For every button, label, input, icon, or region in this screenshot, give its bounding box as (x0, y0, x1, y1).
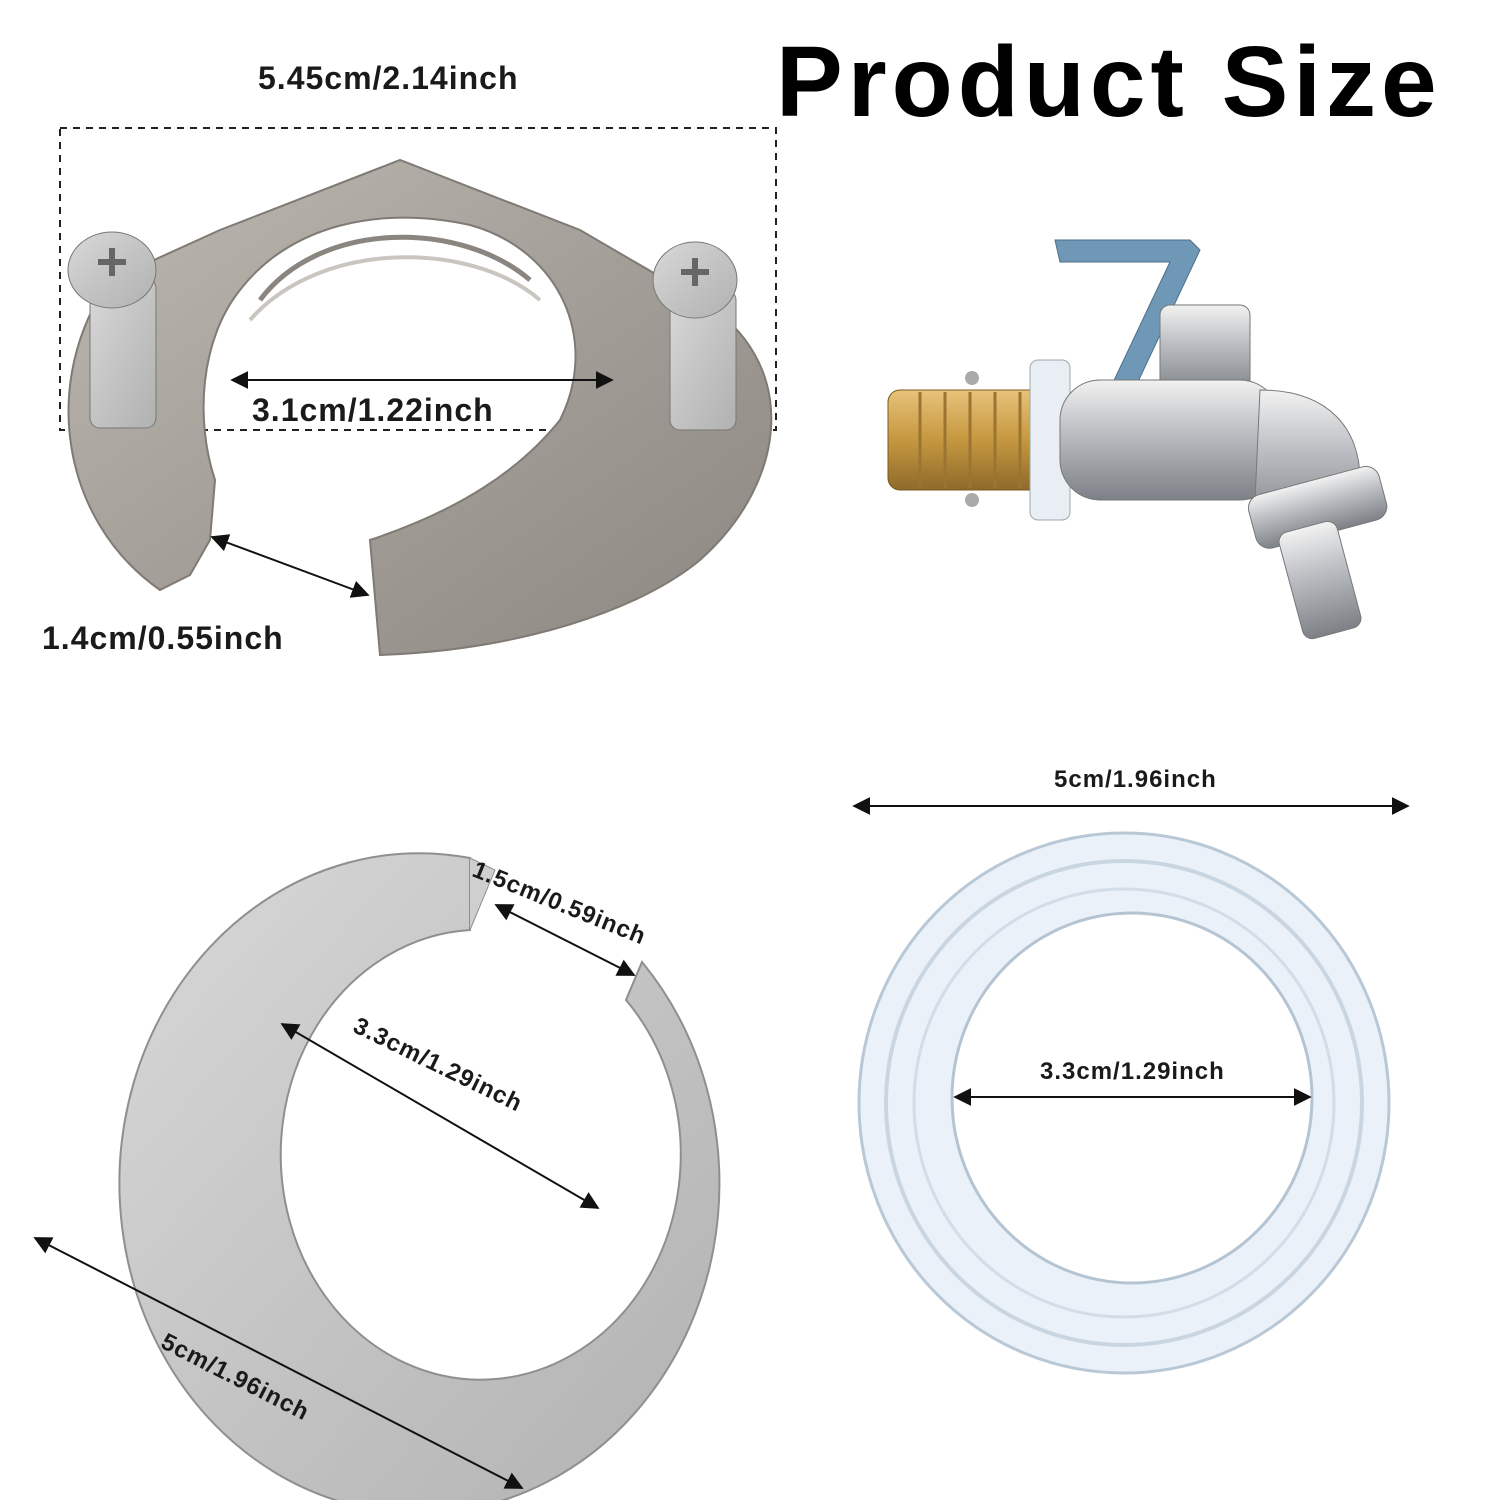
flange-gap-label: 1.4cm/0.55inch (42, 620, 284, 656)
faucet-body (1059, 379, 1281, 501)
flange-nut-image (59, 127, 777, 657)
flange-outer-width-label: 5.45cm/2.14inch (258, 60, 519, 96)
washer-body (118, 852, 721, 1500)
rubber-gasket-image (852, 797, 1410, 1375)
flange-gap-arrow (210, 534, 370, 598)
washer-outer-arrow (33, 1237, 524, 1489)
flange-thread (258, 234, 532, 302)
metal-washer-image (33, 852, 721, 1500)
faucet-hose-barb (1278, 520, 1362, 640)
page-title: Product Size (776, 26, 1442, 138)
flange-body (67, 158, 773, 657)
washer-gap-arrow (494, 904, 636, 976)
outer-width-dashed-frame (59, 127, 777, 431)
washer-inner-arrow (280, 1023, 600, 1209)
gasket-inner-diameter-label: 3.3cm/1.29inch (1040, 1058, 1225, 1085)
flange-inner-diameter-label: 3.1cm/1.22inch (252, 392, 494, 428)
faucet-image (887, 239, 1388, 640)
gasket-outer-diameter-label: 5cm/1.96inch (1054, 766, 1217, 793)
